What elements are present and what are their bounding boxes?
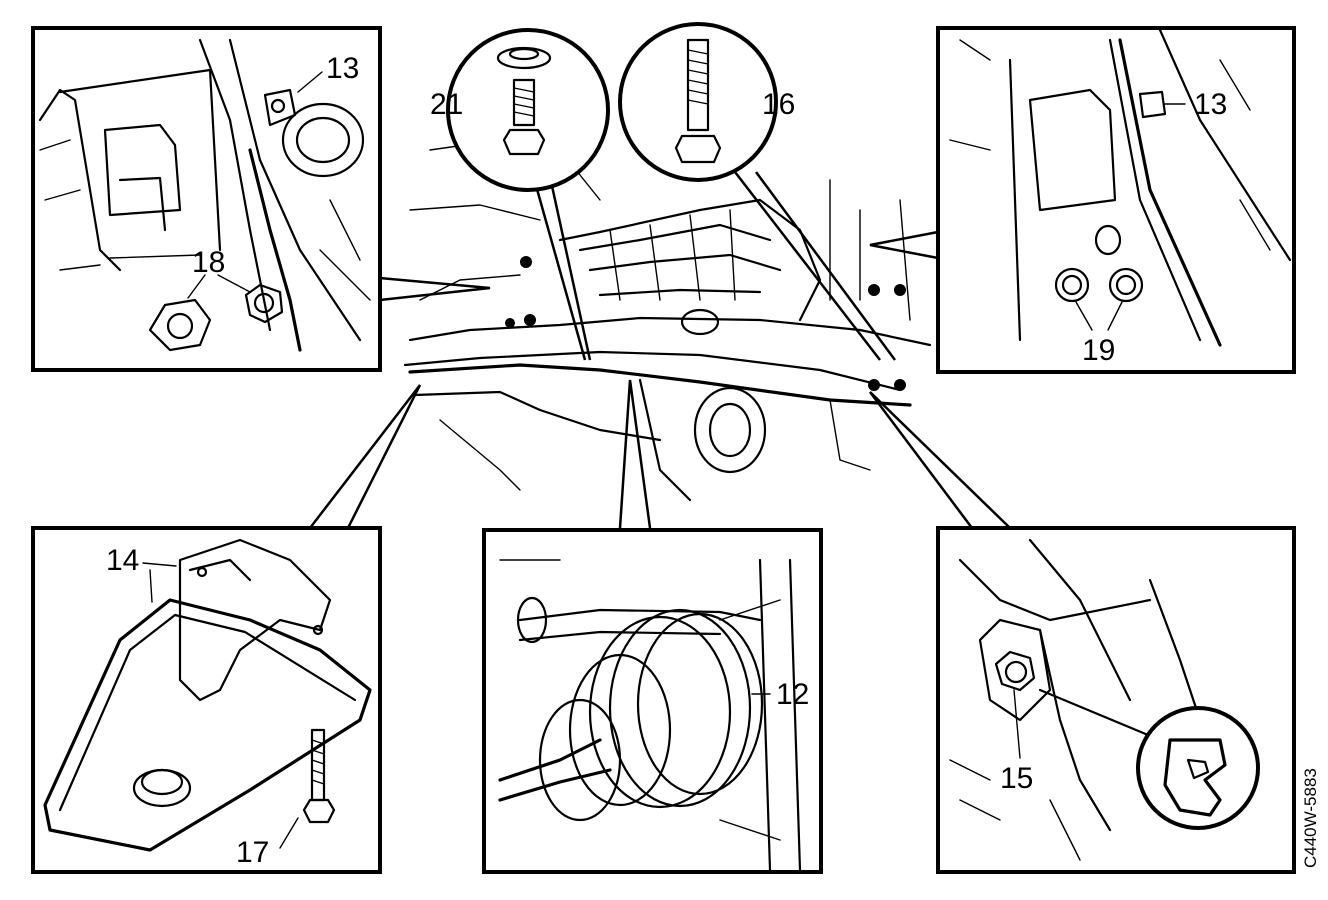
callout-label: 14: [106, 544, 139, 577]
callout-label: 17: [236, 836, 269, 869]
callout-label: 21: [430, 88, 463, 121]
callout-label: 19: [1082, 334, 1115, 367]
mount-point: [868, 379, 880, 391]
callout-label: 13: [1194, 88, 1227, 121]
mount-point: [524, 314, 536, 326]
overview-drawing: [403, 139, 932, 502]
detail-panel-bottom-right: 15: [936, 526, 1296, 874]
mount-point: [868, 284, 880, 296]
detail-panel-top-left: 13 18: [31, 26, 382, 372]
detail-circle-bolt-21: 21: [430, 28, 610, 192]
figure-reference-code: C440W-5883: [1301, 768, 1320, 868]
mount-point: [520, 256, 532, 268]
detail-panel-bottom-left: 14 17: [31, 526, 382, 874]
detail-circle-bolt-16: 16: [618, 22, 795, 182]
callout-label: 16: [762, 88, 795, 121]
callout-label: 13: [326, 52, 359, 85]
callout-label: 15: [1000, 762, 1033, 795]
mount-point: [505, 318, 515, 328]
mount-point: [894, 284, 906, 296]
detail-panel-top-right: 13 19: [936, 26, 1296, 374]
detail-panel-bottom-centre: 12: [482, 528, 823, 874]
callout-label: 12: [776, 678, 809, 711]
callout-label: 18: [192, 246, 225, 279]
leader-lines: [309, 171, 1011, 529]
mount-point: [894, 379, 906, 391]
